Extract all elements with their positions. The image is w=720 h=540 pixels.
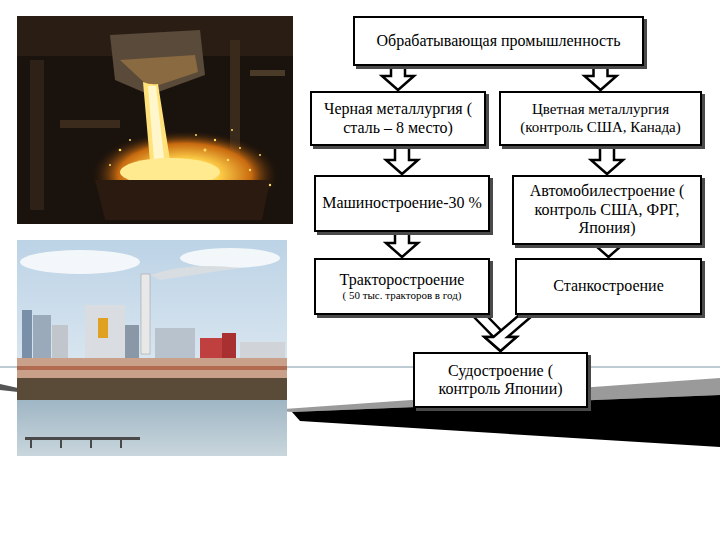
arrow-shape — [485, 316, 533, 351]
arrow-shape — [585, 67, 617, 90]
block-arrow — [382, 67, 414, 90]
block-arrow — [591, 147, 623, 174]
box-title: Тракторостроение — [340, 271, 465, 289]
process-box: Машиностроение-30 % — [314, 175, 490, 232]
process-box: Обрабатывающая промышленность — [353, 16, 644, 66]
box-title: Автомобилестроение ( контроль США, ФРГ, … — [520, 182, 694, 237]
arrow-shape — [382, 67, 414, 90]
steel-photo — [17, 16, 293, 224]
box-title: Обрабатывающая промышленность — [377, 32, 621, 50]
factory-photo — [17, 240, 287, 456]
box-title: Судостроение ( контроль Японии) — [421, 362, 580, 399]
box-title: Станкостроение — [553, 277, 663, 295]
block-arrow — [386, 147, 418, 174]
process-box: Тракторостроение( 50 тыс. тракторов в го… — [314, 258, 490, 315]
box-title: Цветная металлургия (контроль США, Канад… — [507, 101, 694, 136]
block-arrow — [485, 316, 533, 351]
arrow-shape — [591, 147, 623, 174]
process-box: Станкостроение — [515, 258, 702, 315]
box-title: Черная металлургия ( сталь – 8 место) — [318, 100, 478, 137]
process-box: Судостроение ( контроль Японии) — [413, 352, 588, 408]
box-note: ( 50 тыс. тракторов в год) — [343, 289, 462, 302]
edge-mark — [0, 384, 18, 392]
block-arrow — [593, 243, 625, 257]
block-arrow — [386, 233, 418, 257]
process-box: Цветная металлургия (контроль США, Канад… — [499, 91, 702, 146]
arrow-shape — [386, 233, 418, 257]
arrow-shape — [593, 243, 625, 257]
block-arrow — [585, 67, 617, 90]
process-box: Автомобилестроение ( контроль США, ФРГ, … — [512, 175, 702, 245]
box-title: Машиностроение-30 % — [322, 194, 482, 212]
process-box: Черная металлургия ( сталь – 8 место) — [310, 91, 486, 146]
arrow-shape — [386, 147, 418, 174]
